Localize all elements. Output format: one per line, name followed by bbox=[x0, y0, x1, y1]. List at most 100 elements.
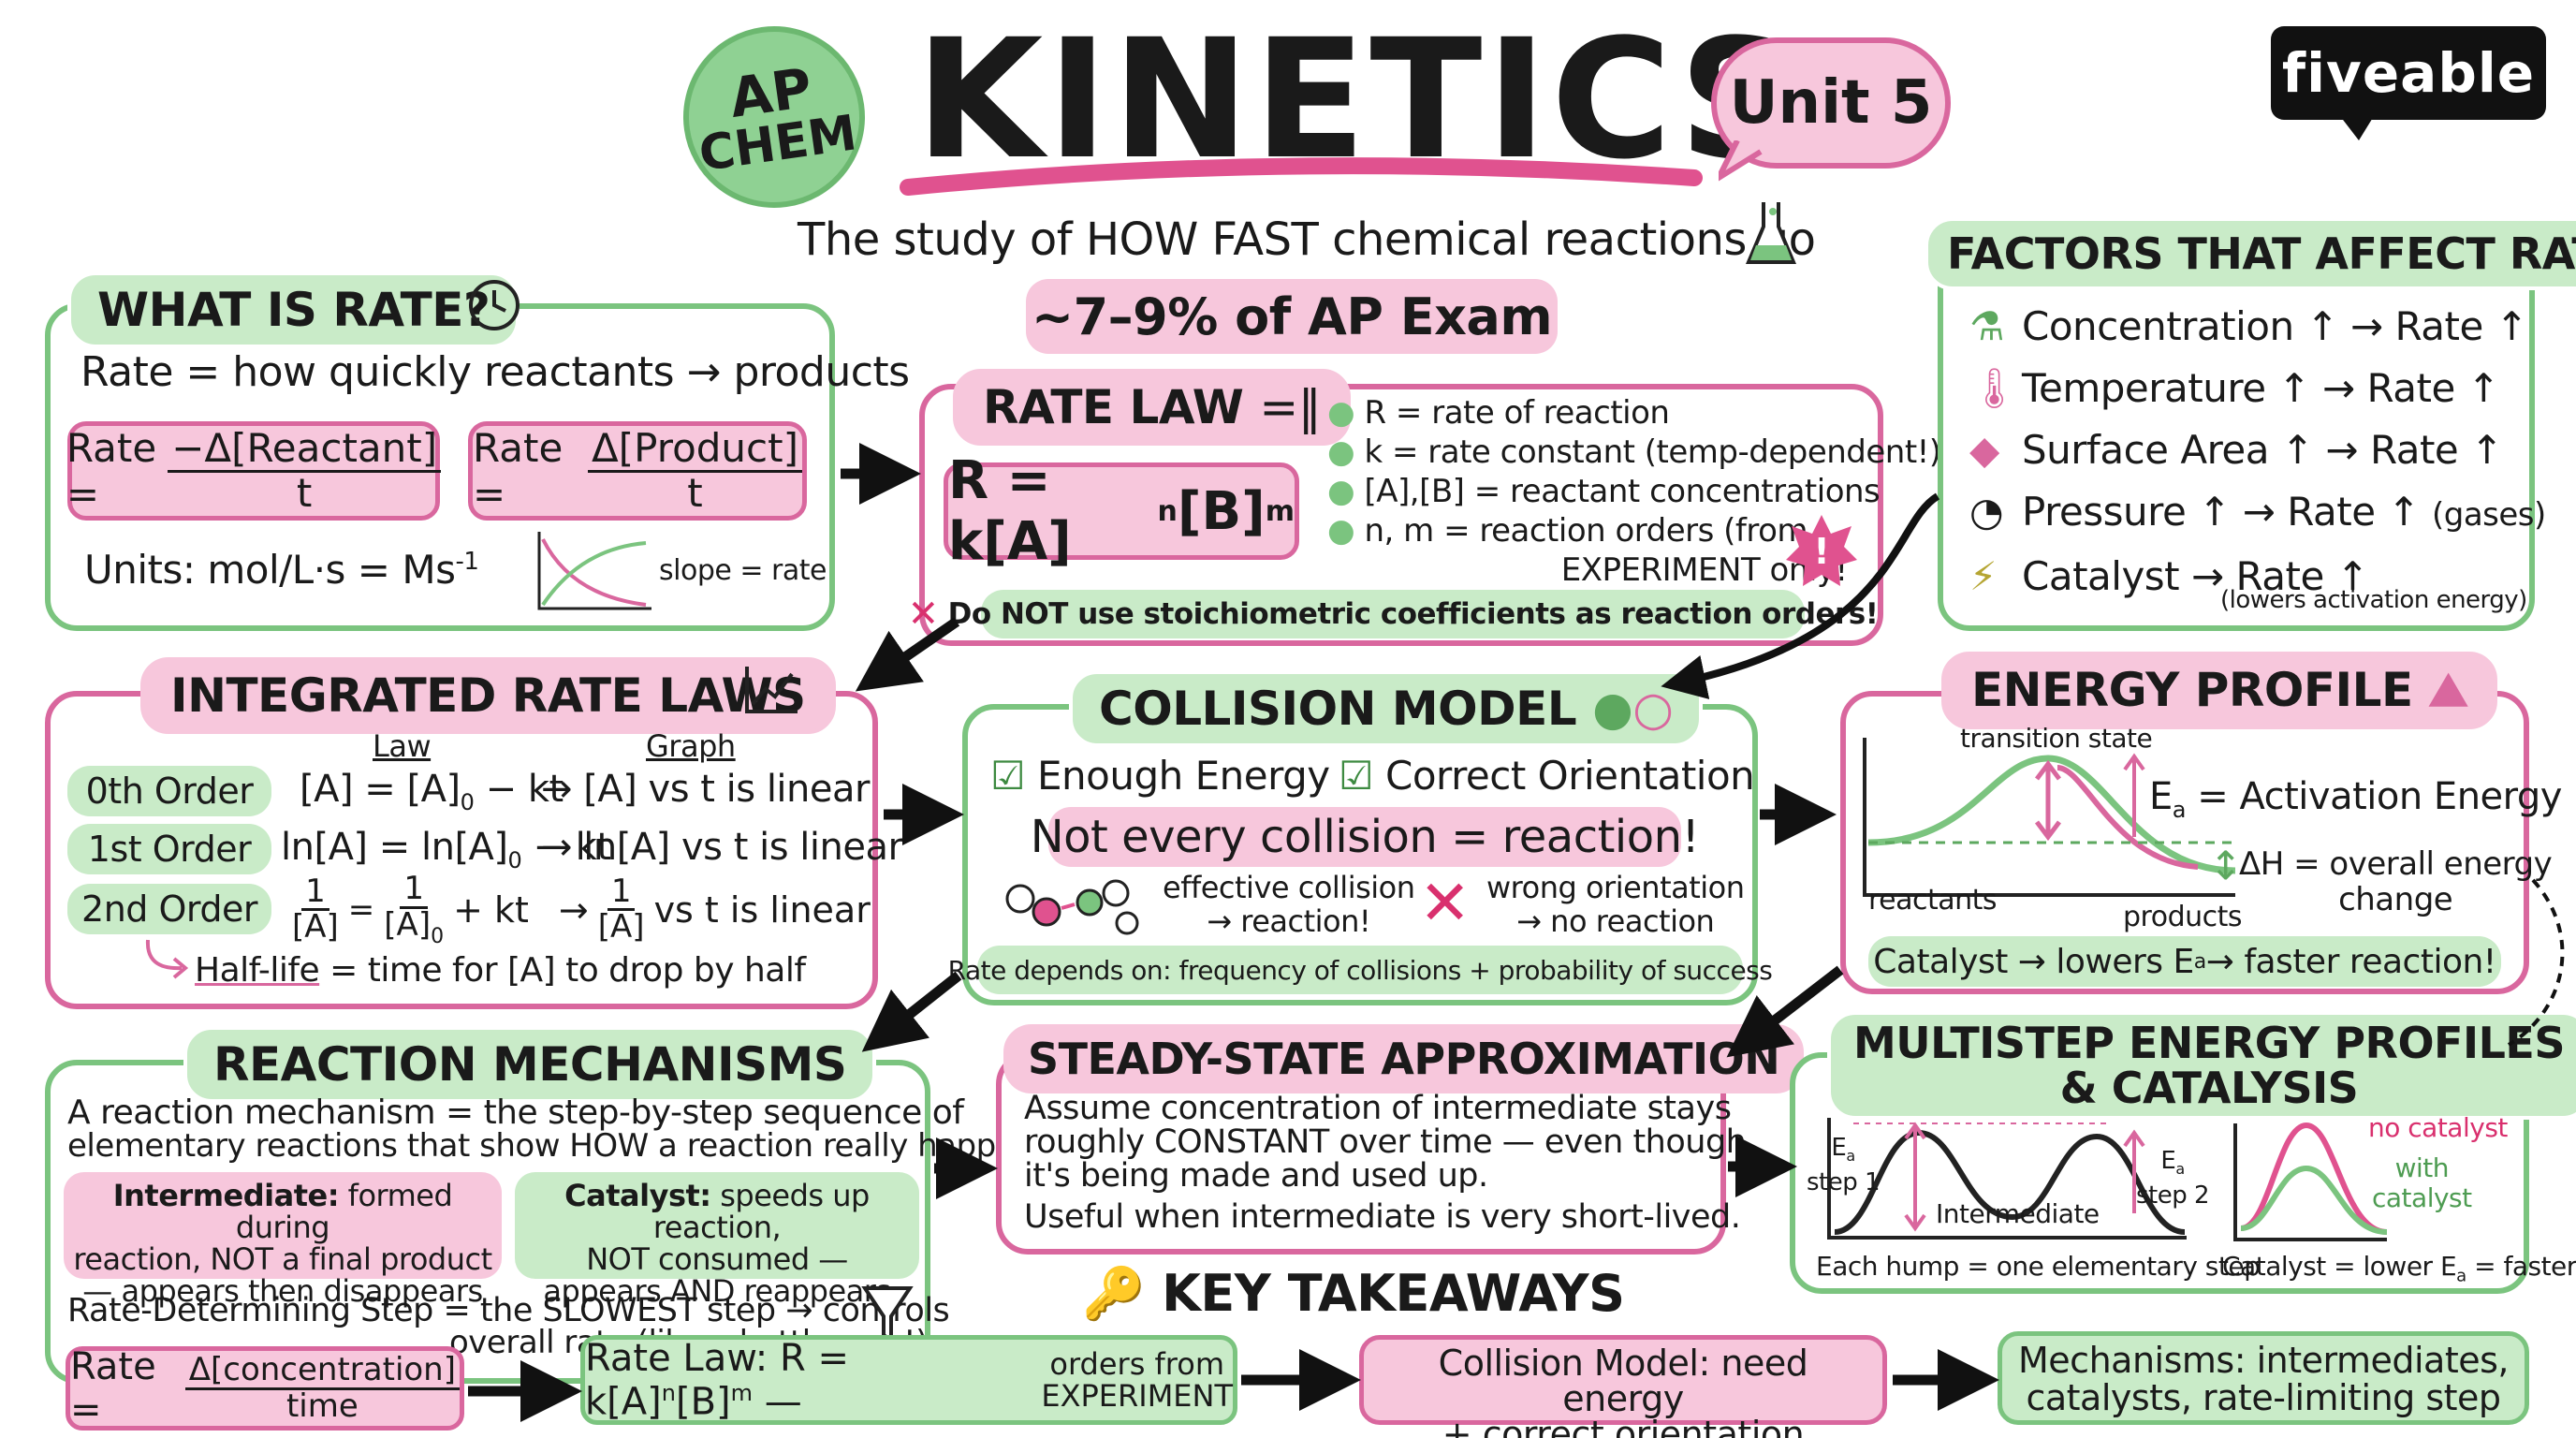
f2-lhs: Rate = bbox=[473, 425, 564, 517]
lightning-icon: ⚡ bbox=[1969, 553, 1998, 599]
steady-state-header: STEADY-STATE APPROXIMATION bbox=[1003, 1024, 1805, 1093]
no-catalyst-label: no catalyst bbox=[2368, 1112, 2508, 1143]
effective-collision-text: effective collision→ reaction! bbox=[1163, 870, 1415, 939]
factor-temperature: 🌡Temperature ↑ → Rate ↑ bbox=[1969, 358, 2546, 419]
catalyst-card: Catalyst: speeds up reaction,NOT consume… bbox=[515, 1172, 919, 1307]
factor-catalyst: ⚡Catalyst → Rate ↑ bbox=[1969, 546, 2546, 608]
takeaway-collision: Collision Model: need energy+ correct or… bbox=[1359, 1335, 1887, 1438]
factor-pressure: ◔Pressure ↑ → Rate ↑ (gases) bbox=[1969, 481, 2546, 546]
units-sup: -1 bbox=[455, 548, 479, 576]
fiveable-logo: fiveable bbox=[2271, 26, 2546, 120]
f1-lhs: Rate = bbox=[66, 425, 157, 517]
bullet-k: ● k = rate constant (temp-dependent!) bbox=[1327, 433, 1941, 471]
steady-state-text: Assume concentration of intermediate sta… bbox=[1024, 1090, 1747, 1236]
takeaway-rate: Rate = Δ[concentration]time bbox=[66, 1345, 464, 1431]
checkbox-icon: ☑ bbox=[990, 753, 1026, 799]
effective-collision-icon bbox=[1005, 879, 1139, 935]
unit-label: Unit 5 bbox=[1729, 68, 1933, 138]
check-energy: ☑ Enough Energy bbox=[990, 753, 1330, 799]
hook-arrow-icon bbox=[145, 939, 189, 979]
key-icon: 🔑 bbox=[1082, 1264, 1145, 1323]
unit-bubble: Unit 5 bbox=[1711, 37, 1951, 169]
bullet-nm: ● n, m = reaction orders (from bbox=[1327, 512, 1808, 550]
order-0-badge: 0th Order bbox=[67, 766, 271, 816]
collision-header: COLLISION MODEL ●○ bbox=[1069, 670, 1704, 747]
catalysis-graph bbox=[2233, 1122, 2388, 1241]
exam-weight-badge: ~7–9% of AP Exam bbox=[1026, 279, 1558, 354]
multistep-header: MULTISTEP ENERGY PROFILES& CATALYSIS bbox=[1827, 1011, 2576, 1120]
catalyst-note: (lowers activation energy) bbox=[2220, 586, 2527, 614]
reactants-label: reactants bbox=[1868, 884, 1998, 917]
check-orientation: ☑ Correct Orientation bbox=[1339, 753, 1755, 799]
rds-line-1: Rate-Determining Step = the SLOWEST step… bbox=[67, 1292, 950, 1329]
gauge-icon: ◔ bbox=[1969, 489, 2004, 535]
rate-law-header: RATE LAW =‖ bbox=[953, 369, 1352, 446]
col-law: Law bbox=[373, 728, 432, 764]
rate-reactant-formula: Rate = −Δ[Reactant]t bbox=[66, 421, 442, 521]
line-graph-icon bbox=[745, 667, 798, 713]
factors-list: ⚗Concentration ↑ → Rate ↑ 🌡Temperature ↑… bbox=[1969, 296, 2546, 608]
brand-name: fiveable bbox=[2281, 41, 2536, 105]
f2-num: Δ[Product] bbox=[588, 428, 802, 473]
factor-concentration: ⚗Concentration ↑ → Rate ↑ bbox=[1969, 296, 2546, 358]
integrated-header: INTEGRATED RATE LAWS bbox=[140, 657, 836, 734]
energy-header: ENERGY PROFILE ⛰ bbox=[1941, 652, 2498, 729]
units-text: Units: mol/L·s = Ms bbox=[84, 547, 456, 593]
rate-product-formula: Rate = Δ[Product]t bbox=[468, 421, 807, 521]
warning-banner: ✕Do NOT use stoichiometric coefficients … bbox=[908, 590, 1879, 638]
factor-surface-area: ◆Surface Area ↑ → Rate ↑ bbox=[1969, 419, 2546, 481]
order-0-graph: → [A] vs t is linear bbox=[541, 768, 870, 811]
rate-law-bullets: ● R = rate of reaction ● k = rate consta… bbox=[1327, 393, 1941, 590]
formula-b: [B] bbox=[1177, 480, 1266, 542]
exclamation-burst-icon: ! bbox=[1786, 515, 1857, 586]
subtitle: The study of HOW FAST chemical reactions… bbox=[798, 213, 1816, 266]
activation-energy-label: Ea = Activation Energy bbox=[2149, 775, 2562, 823]
x-icon: ✕ bbox=[907, 593, 940, 636]
what-is-rate-header: WHAT IS RATE? bbox=[67, 271, 520, 348]
order-2-law: 1[A] = 1[A]0 + kt → 1[A] vs t is linear bbox=[292, 870, 871, 948]
warning-text: Do NOT use stoichiometric coefficients a… bbox=[947, 597, 1879, 631]
wrong-orientation-text: wrong orientation→ no reaction bbox=[1486, 870, 1745, 939]
formula-main: R = k[A] bbox=[948, 450, 1072, 572]
logo-tail bbox=[2340, 116, 2374, 140]
equals-icon: =‖ bbox=[1259, 380, 1322, 434]
takeaway-mechanisms: Mechanisms: intermediates,catalysts, rat… bbox=[1998, 1331, 2529, 1425]
f2-den: t bbox=[687, 469, 703, 516]
rate-curve-graph bbox=[537, 532, 651, 610]
takeaways-header: 🔑 KEY TAKEAWAYS bbox=[1082, 1264, 1625, 1323]
multistep-graph bbox=[1827, 1118, 2187, 1240]
delta-h-arrow: ↕ bbox=[2209, 843, 2243, 888]
exam-weight: ~7–9% of AP Exam bbox=[1031, 286, 1553, 346]
formula-m: m bbox=[1265, 494, 1295, 528]
rate-law-formula: R = k[A] n[B]m bbox=[944, 450, 1299, 572]
rate-units: Units: mol/L·s = Ms-1 bbox=[84, 547, 479, 593]
rate-law-title: RATE LAW bbox=[983, 380, 1244, 434]
mountain-icon: ⛰ bbox=[2428, 663, 2468, 717]
f1-den: t bbox=[296, 469, 313, 516]
f2-fraction: Δ[Product]t bbox=[588, 428, 802, 513]
rate-definition: Rate = how quickly reactants → products bbox=[80, 348, 910, 396]
wrong-x-icon: ✕ bbox=[1419, 867, 1471, 939]
gases-note: (gases) bbox=[2431, 496, 2546, 534]
order-1-law: ln[A] = ln[A]0 − kt bbox=[281, 826, 611, 873]
bullet-ab: ● [A],[B] = reactant concentrations bbox=[1327, 473, 1881, 510]
intermediate-label: Intermediate bbox=[1936, 1198, 2100, 1229]
clock-icon bbox=[469, 280, 520, 330]
order-0-law: [A] = [A]0 − kt bbox=[300, 768, 564, 815]
order-1-badge: 1st Order bbox=[67, 824, 271, 874]
formula-n: n bbox=[1157, 494, 1178, 528]
order-1-graph: → ln[A] vs t is linear bbox=[541, 826, 903, 869]
col-graph: Graph bbox=[646, 728, 736, 764]
factors-header: FACTORS THAT AFFECT RATE bbox=[1925, 217, 2576, 290]
lower-ea-label: Catalyst = lower Ea = faster! bbox=[2222, 1251, 2576, 1286]
bullet-r: ● R = rate of reaction bbox=[1327, 394, 1670, 432]
collision-footer: Rate depends on: frequency of collisions… bbox=[948, 946, 1773, 994]
checkbox-icon: ☑ bbox=[1339, 753, 1374, 799]
